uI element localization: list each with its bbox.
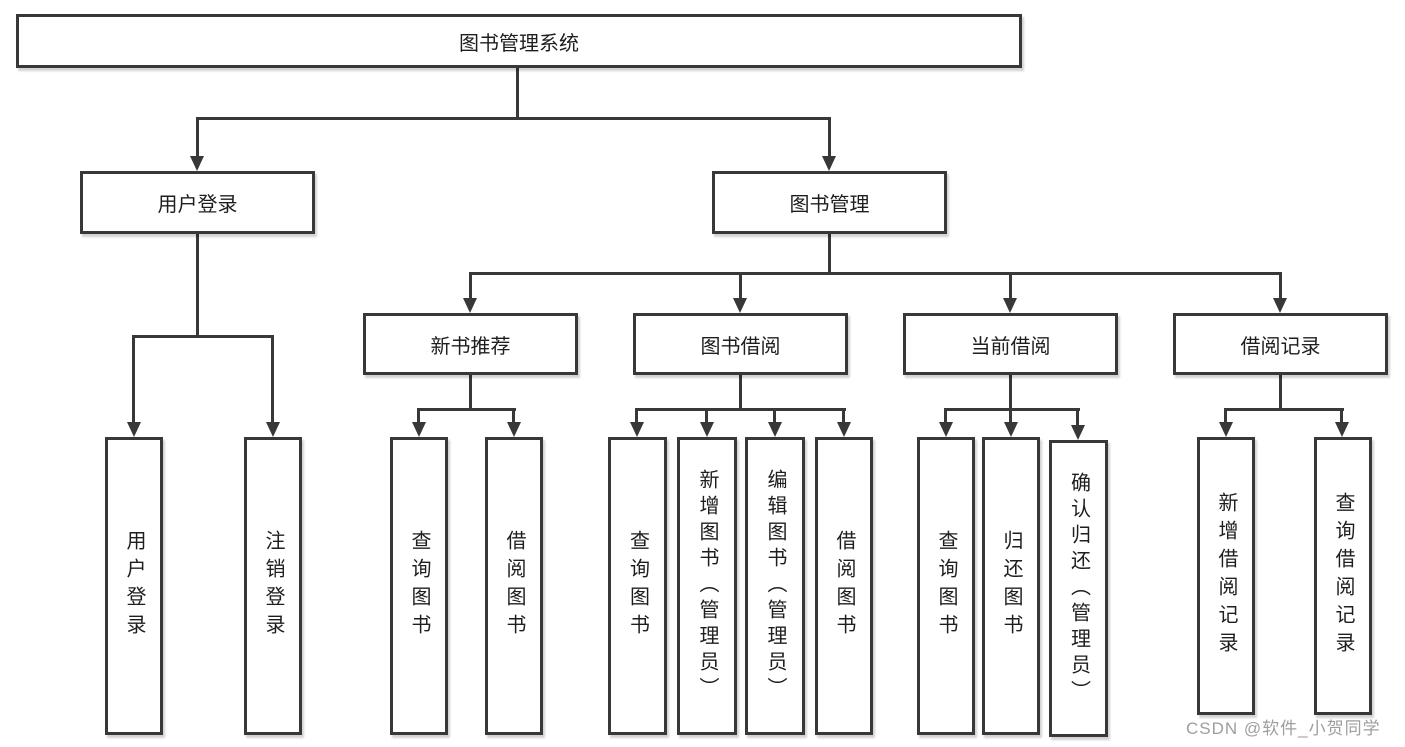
arrow-down-icon [463,298,477,313]
connector-current-stem [1009,375,1012,410]
connector-login-drop-2 [271,337,274,423]
leaf-recommend-borrow-books: 借阅图书 [485,437,543,735]
connector-current-drop-1 [944,410,947,424]
arrow-down-icon [1071,425,1085,440]
connector-current-rail [944,408,1080,411]
connector-borrow-rail [635,408,846,411]
leaf-current-confirm-return-admin: 确认归还（管理员） [1049,440,1108,737]
connector-recommend-drop-1 [417,410,420,424]
leaf-borrow-add-books-admin: 新增图书（管理员） [677,437,737,735]
arrow-down-icon [1003,298,1017,313]
arrow-down-icon [630,422,644,437]
connector-login-rail [132,335,274,338]
arrow-down-icon [837,422,851,437]
connector-records-drop-1 [1224,410,1227,424]
connector-mgmt-rail [469,272,1282,275]
connector-borrow-drop-4 [842,410,845,424]
connector-recommend-stem [469,375,472,410]
leaf-recommend-query-books: 查询图书 [390,437,448,735]
arrow-down-icon [1335,422,1349,437]
arrow-down-icon [733,298,747,313]
node-root: 图书管理系统 [16,14,1022,68]
arrow-down-icon [1273,298,1287,313]
arrow-down-icon [266,422,280,437]
connector-borrow-stem [739,375,742,410]
leaf-logout: 注销登录 [244,437,302,735]
leaf-current-query-books: 查询图书 [917,437,975,735]
arrow-down-icon [768,422,782,437]
leaf-borrow-query-books: 查询图书 [608,437,667,735]
connector-root-drop-right [828,119,831,158]
connector-borrow-drop-2 [705,410,708,424]
connector-records-stem [1279,375,1282,410]
arrow-down-icon [127,422,141,437]
connector-mgmt-drop-4 [1279,274,1282,300]
leaf-records-add-record: 新增借阅记录 [1197,437,1255,715]
arrow-down-icon [700,422,714,437]
connector-login-drop-1 [132,337,135,423]
arrow-down-icon [939,422,953,437]
node-borrow-records: 借阅记录 [1173,313,1388,375]
connector-records-drop-2 [1340,410,1343,424]
arrow-down-icon [412,422,426,437]
connector-mgmt-drop-2 [739,274,742,300]
connector-mgmt-drop-1 [469,274,472,300]
connector-login-stem [196,234,199,337]
leaf-borrow-borrow-books: 借阅图书 [815,437,873,735]
arrow-down-icon [1004,422,1018,437]
arrow-down-icon [822,156,836,171]
connector-recommend-rail [417,408,516,411]
connector-current-drop-3 [1076,410,1079,427]
node-user-login: 用户登录 [80,171,315,234]
leaf-records-query-record: 查询借阅记录 [1314,437,1372,715]
connector-root-drop-left [196,119,199,158]
node-book-management: 图书管理 [712,171,947,234]
connector-root-stem [516,68,519,118]
connector-mgmt-drop-3 [1009,274,1012,300]
connector-recommend-drop-2 [512,410,515,424]
leaf-user-login: 用户登录 [105,437,163,735]
node-new-book-recommend: 新书推荐 [363,313,578,375]
arrow-down-icon [1219,422,1233,437]
csdn-watermark: CSDN @软件_小贺同学 [1186,719,1381,738]
connector-borrow-drop-3 [773,410,776,424]
connector-records-rail [1224,408,1344,411]
leaf-current-return-books: 归还图书 [982,437,1040,735]
connector-borrow-drop-1 [635,410,638,424]
node-book-borrow: 图书借阅 [633,313,848,375]
arrow-down-icon [190,156,204,171]
connector-root-rail [196,117,831,120]
leaf-borrow-edit-books-admin: 编辑图书（管理员） [745,437,805,735]
node-current-borrow: 当前借阅 [903,313,1118,375]
arrow-down-icon [507,422,521,437]
connector-mgmt-stem [828,234,831,274]
connector-current-drop-2 [1009,410,1012,424]
